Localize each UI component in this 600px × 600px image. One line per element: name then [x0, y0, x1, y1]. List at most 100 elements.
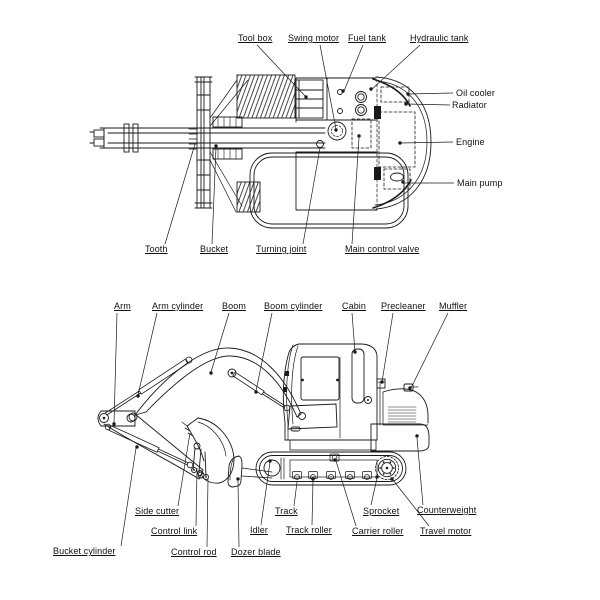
cab-side [282, 343, 378, 441]
pointer-dot-bucket-cylinder [135, 445, 139, 449]
boom-side [128, 347, 306, 422]
bucket-teeth [188, 128, 198, 150]
hinge [285, 371, 289, 376]
leader-side-cutter [177, 432, 191, 507]
pointer-dot-bucket [214, 144, 218, 148]
idler-wheel [263, 459, 281, 477]
precleaner-part [376, 378, 386, 389]
leader-bucket-cylinder [120, 447, 137, 547]
leader-oil-cooler [407, 92, 454, 95]
arm-plan [89, 116, 326, 160]
leader-engine [399, 141, 454, 144]
turning-joint-plan [316, 140, 324, 148]
pointer-dot-swing-motor [334, 128, 338, 132]
hydraulic-tank-port [355, 91, 367, 103]
pointer-dot-arm [112, 422, 116, 426]
fuel-tank-port [337, 108, 343, 114]
bucket-teeth-side [181, 421, 194, 437]
track-plan-lower [236, 152, 409, 229]
upperstructure-plan [295, 76, 432, 211]
leader-track-roller [311, 479, 314, 526]
pointer-dot-main-control-valve [357, 134, 361, 138]
top-view-drawing [89, 74, 432, 229]
bucket-cylinder-side [104, 423, 194, 469]
leader-swing-motor [319, 44, 337, 130]
main-pump-plan [383, 168, 411, 190]
leader-lines [112, 44, 454, 548]
leader-precleaner [381, 312, 394, 383]
cab-rear-window [351, 348, 365, 404]
pointer-dot-main-pump [401, 180, 405, 184]
arm-cylinder-side [104, 356, 193, 416]
pointer-dot-sprocket [375, 475, 379, 479]
counterweight-side [289, 423, 430, 452]
side-view-drawing [97, 343, 430, 488]
engine-plan [378, 111, 416, 168]
mount-bracket [374, 167, 381, 180]
dozer-blade-side [227, 455, 273, 488]
undercarriage-side [255, 451, 407, 486]
track-rollers [292, 471, 372, 480]
pointer-dot-boom-cylinder [254, 390, 258, 394]
blade-push-arm [241, 467, 273, 479]
track-inner [259, 455, 403, 482]
pointer-dot-counterweight [415, 434, 419, 438]
vent-grille [387, 406, 417, 423]
cab-emblem [364, 396, 372, 404]
leader-tool-box [256, 44, 307, 98]
pointer-dot-track-roller [311, 477, 315, 481]
tool-box-plan [295, 79, 324, 119]
leader-boom [210, 312, 230, 373]
radiator-plan [372, 78, 411, 107]
pointer-dot-dozer-blade [236, 477, 240, 481]
leader-fuel-tank [343, 44, 364, 92]
pointer-dot-idler [268, 459, 272, 463]
main-control-valve-plan [351, 118, 372, 149]
swing-motor-plan [327, 121, 347, 141]
track-plan-upper [236, 74, 296, 119]
leader-control-link [195, 467, 198, 527]
cab-side-window [300, 356, 340, 401]
boom-cylinder-side [232, 371, 291, 412]
pointer-dot-carrier-roller [333, 458, 337, 462]
pointer-dot-tool-box [304, 95, 308, 99]
pointer-dot-radiator [404, 102, 408, 106]
leader-arm-cylinder [137, 312, 158, 396]
arm-side [97, 410, 205, 480]
counterweight-plan [375, 76, 432, 210]
pointer-dot-boom [209, 371, 213, 375]
pointer-dot-hydraulic-tank [369, 87, 373, 91]
leader-counterweight [416, 437, 424, 506]
bucket-plan [188, 76, 249, 213]
leader-cabin [351, 312, 356, 353]
leader-radiator [406, 103, 451, 106]
leader-boom-cylinder [255, 312, 273, 392]
pointer-dot-travel-motor [390, 477, 394, 481]
muffler-part [403, 383, 414, 392]
leader-tooth [164, 143, 196, 245]
sprocket-wheel [375, 456, 399, 480]
leader-travel-motor [392, 479, 430, 527]
hinge [283, 387, 287, 392]
leader-bucket [211, 146, 217, 245]
track-frame [289, 459, 378, 478]
pointer-dot-cabin [353, 350, 357, 354]
pointer-dot-precleaner [380, 380, 384, 384]
cab-front-lower-window [287, 403, 338, 430]
leader-dozer-blade [237, 480, 240, 548]
leader-track [293, 481, 298, 507]
control-linkage [192, 447, 207, 477]
leader-sprocket [370, 477, 378, 506]
leader-muffler [410, 312, 449, 389]
pointer-dot-oil-cooler [406, 92, 410, 96]
engine-hood-side [376, 378, 429, 426]
pointer-dot-fuel-tank [341, 89, 345, 93]
mount-bracket [374, 106, 381, 119]
leader-carrier-roller [335, 460, 357, 527]
leader-turning-joint [302, 147, 321, 245]
leader-hydraulic-tank [370, 44, 421, 91]
pointer-dot-arm-cylinder [136, 394, 140, 398]
door-handle [290, 426, 301, 432]
